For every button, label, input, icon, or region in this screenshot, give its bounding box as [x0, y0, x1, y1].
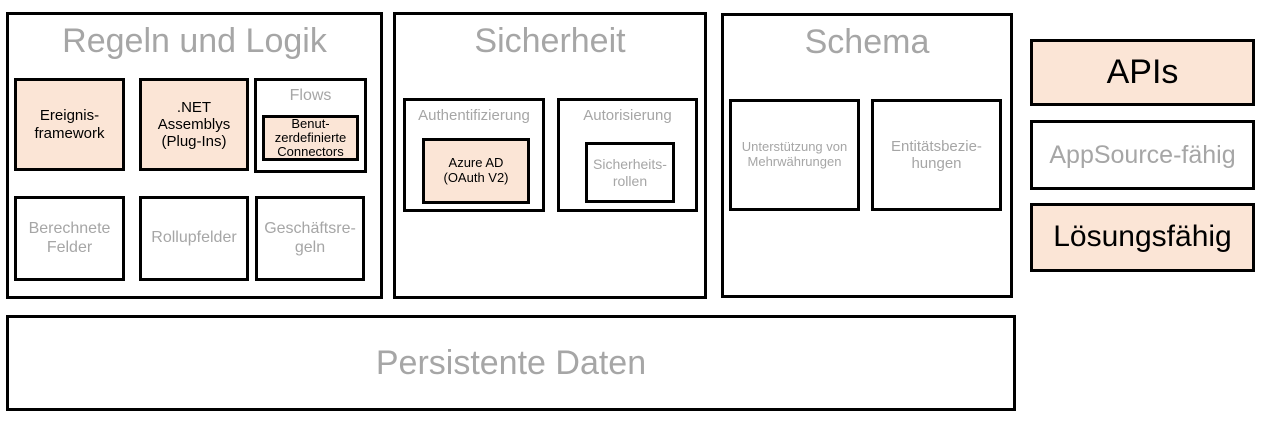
box-appsource-faehig: AppSource-fähig [1030, 120, 1255, 190]
section-title-regeln-und-logik: Regeln und Logik [62, 22, 327, 60]
section-title-persistente-daten: Persistente Daten [375, 343, 647, 382]
section-title-sicherheit: Sicherheit [474, 22, 626, 60]
section-title-schema: Schema [804, 23, 930, 61]
box-unterstuetzung-mehrwaehrungen: Unterstützung von Mehrwährungen [729, 99, 860, 211]
box-authentifizierung: Authentifizierung Azure AD (OAuth V2) [403, 98, 545, 212]
box-net-assemblys-plugins: .NET Assemblys (Plug-Ins) [139, 78, 249, 171]
section-persistente-daten: Persistente Daten [6, 315, 1016, 411]
section-schema: Schema Unterstützung von Mehrwährungen E… [721, 13, 1013, 298]
box-loesungsfaehig: Lösungsfähig [1030, 203, 1255, 272]
box-autorisierung-label: Autorisierung [583, 107, 672, 124]
box-flows: Flows Benut- zerdefinierte Connectors [254, 78, 367, 173]
box-benutzerdefinierte-connectors: Benut- zerdefinierte Connectors [262, 115, 359, 161]
box-rollupfelder: Rollupfelder [139, 196, 249, 281]
box-berechnete-felder: Berechnete Felder [14, 196, 125, 281]
box-ereignis-framework: Ereignis- framework [14, 78, 125, 171]
box-autorisierung: Autorisierung Sicherheits- rollen [557, 98, 698, 212]
section-regeln-und-logik: Regeln und Logik Ereignis- framework .NE… [6, 12, 383, 299]
box-entitaetsbeziehungen: Entitätsbezie- hungen [871, 99, 1002, 211]
box-authentifizierung-label: Authentifizierung [418, 107, 530, 124]
section-sicherheit: Sicherheit Authentifizierung Azure AD (O… [393, 12, 707, 299]
box-geschaeftsregeln: Geschäftsre- geln [255, 196, 365, 281]
box-flows-label: Flows [289, 87, 332, 104]
box-apis: APIs [1030, 39, 1255, 106]
box-azure-ad-oauth: Azure AD (OAuth V2) [422, 138, 530, 204]
box-sicherheitsrollen: Sicherheits- rollen [585, 142, 675, 203]
